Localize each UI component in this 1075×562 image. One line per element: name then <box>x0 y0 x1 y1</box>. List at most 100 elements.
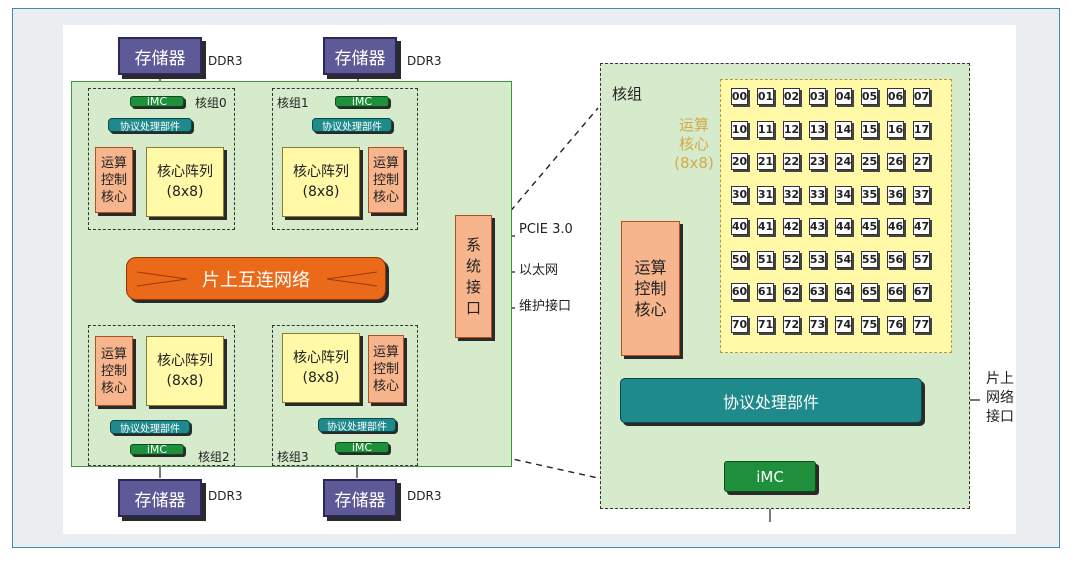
detail-protocol-unit-label: 协议处理部件 <box>722 392 819 412</box>
core-cell: 16 <box>887 121 904 138</box>
core-cell: 36 <box>887 186 904 203</box>
core-cell: 67 <box>913 283 930 300</box>
memory-box-3: 存储器 <box>323 479 397 517</box>
core-group-3-label: 核组3 <box>277 450 309 464</box>
ddr3-label-0: DDR3 <box>208 54 243 68</box>
imc-2: iMC <box>130 443 184 456</box>
core-cell: 10 <box>731 121 748 138</box>
core-cell: 31 <box>757 186 774 203</box>
core-cell: 24 <box>835 153 852 170</box>
detail-control-core: 运算 控制 核心 <box>621 221 680 356</box>
core-cell: 25 <box>861 153 878 170</box>
core-cell: 47 <box>913 218 930 235</box>
core-cell: 60 <box>731 283 748 300</box>
core-cell: 26 <box>887 153 904 170</box>
ddr3-label-1: DDR3 <box>407 54 442 68</box>
detail-protocol-unit: 协议处理部件 <box>620 378 922 423</box>
core-cell: 62 <box>783 283 800 300</box>
compute-core-label: 运算 核心 (8x8) <box>674 116 714 172</box>
core-group-0 <box>88 88 235 230</box>
core-cell: 42 <box>783 218 800 235</box>
protocol-unit-label: 协议处理部件 <box>327 421 387 433</box>
core-cell: 71 <box>757 316 774 333</box>
core-group-1 <box>272 88 418 230</box>
core-array-3: 核心阵列 (8x8) <box>282 333 360 403</box>
core-cell: 66 <box>887 283 904 300</box>
core-cell: 43 <box>809 218 826 235</box>
core-group-2-label: 核组2 <box>198 450 230 464</box>
imc-3: iMC <box>335 441 389 454</box>
core-cell: 55 <box>861 251 878 268</box>
core-cell: 00 <box>731 88 748 105</box>
core-cell: 72 <box>783 316 800 333</box>
protocol-unit-0: 协议处理部件 <box>108 118 192 133</box>
core-cell: 54 <box>835 251 852 268</box>
core-cell: 27 <box>913 153 930 170</box>
core-cell: 52 <box>783 251 800 268</box>
imc-0: iMC <box>130 95 184 108</box>
protocol-unit-label: 协议处理部件 <box>120 121 180 133</box>
core-cell: 17 <box>913 121 930 138</box>
core-cell: 57 <box>913 251 930 268</box>
core-cell: 37 <box>913 186 930 203</box>
core-cell: 06 <box>887 88 904 105</box>
core-cell: 21 <box>757 153 774 170</box>
network-wave-icon <box>136 271 378 287</box>
ethernet-label: 以太网 <box>519 263 559 278</box>
core-array-2: 核心阵列 (8x8) <box>146 336 224 406</box>
core-group-detail-title: 核组 <box>612 85 643 103</box>
core-group-1-label: 核组1 <box>277 96 309 110</box>
core-cell: 07 <box>913 88 930 105</box>
imc-label: iMC <box>351 441 373 454</box>
core-array-1: 核心阵列 (8x8) <box>282 147 360 217</box>
core-cell: 41 <box>757 218 774 235</box>
core-cell: 35 <box>861 186 878 203</box>
protocol-unit-1: 协议处理部件 <box>312 118 392 133</box>
core-cell: 14 <box>835 121 852 138</box>
protocol-unit-label: 协议处理部件 <box>120 423 180 435</box>
core-cell: 61 <box>757 283 774 300</box>
core-group-3 <box>272 325 418 466</box>
core-cell: 40 <box>731 218 748 235</box>
memory-box-1: 存储器 <box>323 37 397 75</box>
core-array-0: 核心阵列 (8x8) <box>146 147 224 217</box>
imc-label: iMC <box>351 95 373 108</box>
imc-label: iMC <box>146 95 168 108</box>
core-cell: 56 <box>887 251 904 268</box>
ddr3-label-2: DDR3 <box>208 489 243 503</box>
on-chip-network-label: 片上互连网络 <box>202 269 310 291</box>
core-cell: 02 <box>783 88 800 105</box>
core-cell: 70 <box>731 316 748 333</box>
memory-label: 存储器 <box>134 48 186 69</box>
core-cell: 44 <box>835 218 852 235</box>
core-cell: 04 <box>835 88 852 105</box>
core-cell: 22 <box>783 153 800 170</box>
control-core-2: 运算 控制 核心 <box>95 336 133 406</box>
protocol-unit-2: 协议处理部件 <box>110 420 190 435</box>
system-interface: 系 统 接 口 <box>455 215 492 338</box>
core-cell: 33 <box>809 186 826 203</box>
imc-1: iMC <box>335 95 389 108</box>
core-cell: 23 <box>809 153 826 170</box>
core-cell: 74 <box>835 316 852 333</box>
core-cell: 65 <box>861 283 878 300</box>
memory-label: 存储器 <box>134 490 186 511</box>
core-cell: 50 <box>731 251 748 268</box>
memory-label: 存储器 <box>334 48 386 69</box>
core-cell: 12 <box>783 121 800 138</box>
protocol-unit-3: 协议处理部件 <box>318 418 396 433</box>
protocol-unit-label: 协议处理部件 <box>322 121 382 133</box>
memory-box-2: 存储器 <box>118 479 202 517</box>
core-cell: 53 <box>809 251 826 268</box>
control-core-1: 运算 控制 核心 <box>368 147 404 213</box>
memory-label: 存储器 <box>334 490 386 511</box>
core-cell: 75 <box>861 316 878 333</box>
core-cell: 32 <box>783 186 800 203</box>
control-core-3: 运算 控制 核心 <box>368 335 404 403</box>
pcie-label: PCIE 3.0 <box>519 222 573 237</box>
core-group-0-label: 核组0 <box>195 96 227 110</box>
core-cell: 15 <box>861 121 878 138</box>
memory-box-0: 存储器 <box>118 37 202 75</box>
core-cell: 20 <box>731 153 748 170</box>
core-cell: 11 <box>757 121 774 138</box>
